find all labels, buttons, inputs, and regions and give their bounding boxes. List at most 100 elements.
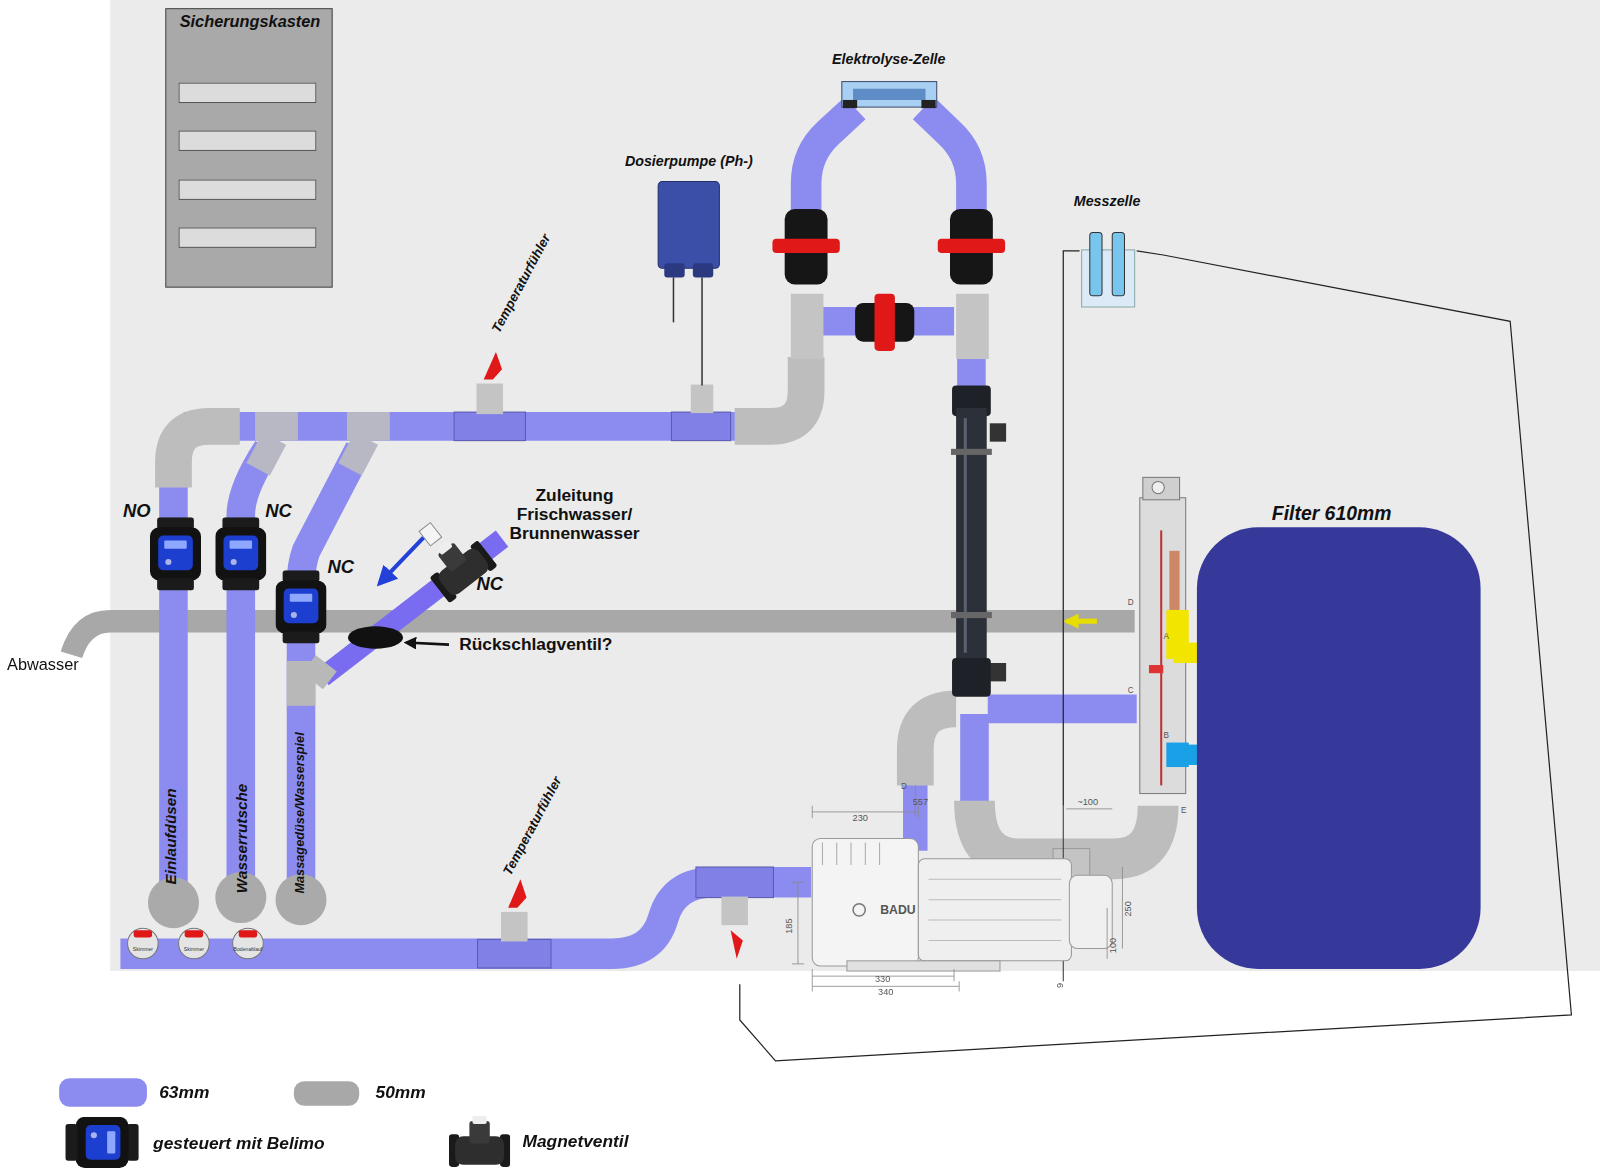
pipe	[923, 108, 971, 214]
valve-circle	[128, 928, 159, 959]
equipment-box: Filter 610mm	[1197, 527, 1481, 969]
component-area: NC	[215, 517, 266, 590]
leader-arrow	[406, 643, 449, 645]
legend-label: 50mm	[376, 1084, 426, 1103]
injection-socket	[691, 385, 713, 414]
flow-arrow	[380, 538, 424, 584]
dimension-label: ~100	[1077, 798, 1098, 808]
legend-label: Magnetventil	[522, 1133, 628, 1152]
valve-actuator	[1152, 481, 1164, 493]
pump-rib	[851, 843, 852, 865]
uv-body	[956, 408, 987, 663]
motor-fin	[929, 920, 1062, 921]
node-label: NC	[328, 558, 355, 578]
component-area: NO	[150, 517, 201, 590]
node-label: Filter 610mm	[1272, 503, 1392, 524]
uv-cap	[952, 658, 991, 697]
dimension-label: E	[1181, 806, 1186, 815]
node-label: NC	[265, 502, 292, 522]
pool-outlet	[148, 877, 199, 928]
pipe	[301, 449, 359, 898]
sensor-socket	[501, 912, 528, 942]
belimo-valve	[215, 517, 266, 590]
y-fitting	[338, 432, 378, 475]
valve-internal	[1160, 530, 1162, 785]
node-label: NC	[477, 574, 504, 594]
elbow-fitting	[735, 357, 806, 426]
cell-electrode	[853, 89, 925, 100]
flow-arrow	[1066, 619, 1097, 624]
dimension-label: 340	[878, 987, 893, 997]
uv-clamp	[951, 612, 992, 618]
cell-port	[843, 100, 857, 108]
t-fitting	[791, 294, 824, 359]
pump-rib	[865, 843, 866, 865]
dosing-pump	[658, 182, 719, 269]
dimension-label: 330	[875, 975, 890, 985]
belimo-valve	[276, 570, 327, 643]
dosing-hose	[701, 277, 703, 385]
uv-port	[990, 663, 1006, 681]
annotation: Wasserrutsche	[233, 784, 250, 893]
dimension-label: 250	[1124, 901, 1134, 916]
outlet-valve-shape	[178, 927, 211, 960]
dimension-label: 557	[913, 798, 928, 808]
legend-swatch	[294, 1081, 359, 1105]
dimension-label: 100	[1109, 938, 1119, 953]
pump-foot	[693, 263, 713, 277]
dosing-hose	[673, 277, 675, 322]
fuse-slot	[179, 227, 317, 247]
annotation: Zuleitung Frischwasser/ Brunnenwasser	[493, 487, 656, 544]
pump-foot	[664, 263, 684, 277]
check-valve	[348, 626, 403, 648]
component-area: Temperaturfühler	[454, 347, 525, 441]
component-area: Elektrolyse-Zelle	[842, 82, 937, 108]
pump-logo	[853, 904, 865, 916]
valve-circle	[179, 928, 210, 959]
node-label: Skimmer	[184, 947, 204, 953]
valve-handle	[134, 930, 152, 937]
legend-solenoid-icon	[449, 1116, 510, 1167]
node-label: Skimmer	[133, 947, 153, 953]
valve-internal	[1169, 551, 1179, 610]
solenoid-cap	[419, 523, 442, 546]
motor-fin	[929, 879, 1062, 880]
dimension-label: D	[901, 783, 907, 792]
measuring-electrode	[1090, 233, 1102, 296]
sensor-tee	[696, 867, 774, 898]
dimension-label: 185	[785, 918, 795, 933]
dimension-label: C	[1128, 687, 1134, 696]
valve-handle	[239, 930, 257, 937]
annotation: Abwasser	[7, 656, 79, 674]
component-area: NC	[429, 539, 490, 595]
component-area: Temperaturfühler	[478, 877, 551, 969]
outlet-valve-shape	[127, 927, 160, 960]
belimo-valve	[150, 517, 201, 590]
outlet-valve: Skimmer	[127, 927, 160, 960]
y-fitting	[246, 432, 286, 475]
elbow-fitting	[915, 709, 956, 786]
signal-wire	[740, 251, 1572, 1061]
sensor-tee	[454, 412, 525, 441]
sensor-probe	[484, 352, 502, 380]
t-fitting	[956, 294, 989, 359]
node-label: Temperaturfühler	[489, 232, 553, 335]
dimension-label: 230	[853, 814, 868, 824]
legend-label: 63mm	[159, 1084, 209, 1103]
node-label: Elektrolyse-Zelle	[832, 51, 946, 67]
valve-handle	[185, 930, 203, 937]
cell-port	[921, 100, 935, 108]
valve-port	[1166, 743, 1188, 767]
node-label: Messzelle	[1074, 194, 1141, 210]
valve-handle	[938, 239, 1005, 253]
pump-rib	[822, 843, 823, 865]
component-area: Messzelle	[1080, 233, 1137, 308]
sensor-socket	[721, 897, 748, 926]
y-fitting	[302, 655, 337, 689]
component-area: NC	[276, 570, 327, 643]
node-label: Dosierpumpe (Ph-)	[625, 153, 753, 169]
dimension-line	[1066, 809, 1122, 959]
legend-belimo-icon	[65, 1117, 138, 1168]
dimension-label: B	[1164, 732, 1169, 741]
dimension-label: 9	[1056, 983, 1066, 988]
